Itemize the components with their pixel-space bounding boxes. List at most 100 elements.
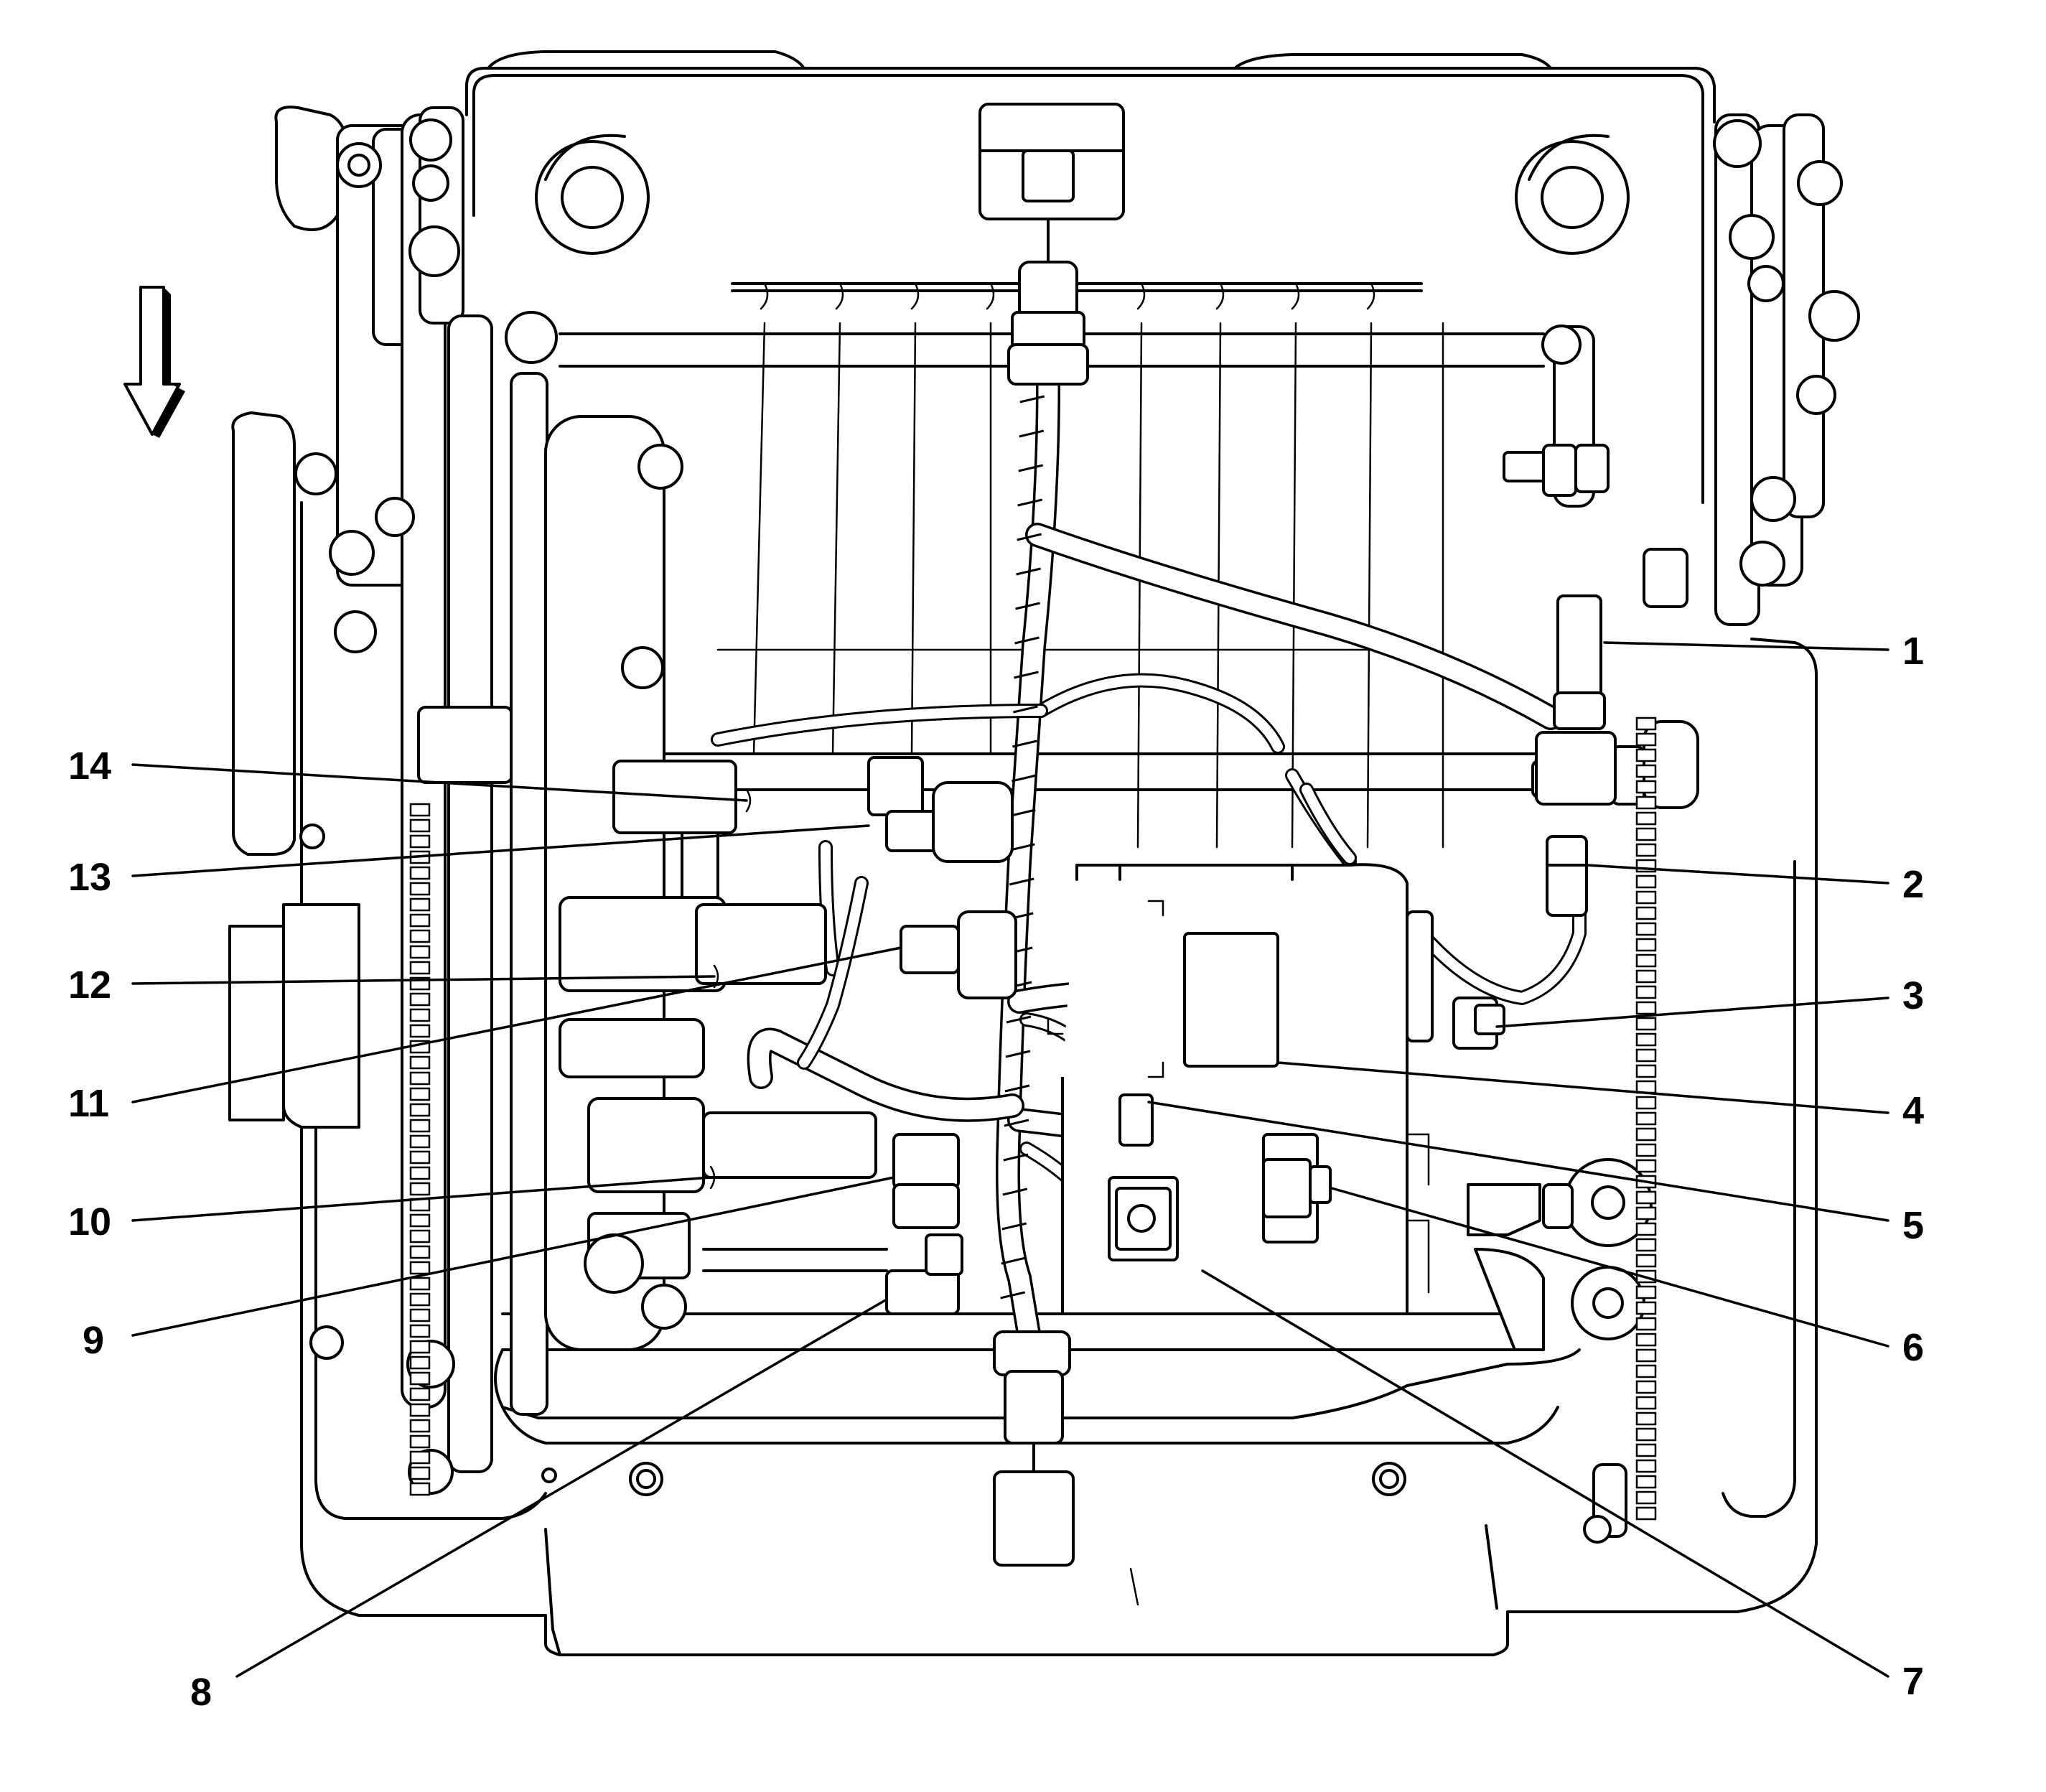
chain-link [1635, 922, 1657, 936]
chain-link [409, 1087, 431, 1101]
chain-link [1635, 1443, 1657, 1457]
callout-9: 9 [83, 1319, 104, 1362]
callout-11: 11 [68, 1082, 109, 1125]
right-recliner-mechanism [1467, 113, 1860, 1544]
chain-link [1635, 1396, 1657, 1410]
chain-link [409, 1024, 431, 1038]
chain-link [1635, 1190, 1657, 1205]
chain-link [1635, 780, 1657, 794]
harness-tape [1009, 843, 1035, 851]
chain-link [1635, 732, 1657, 747]
chain-link [409, 1387, 431, 1401]
chain-link [1635, 717, 1657, 731]
callout-8: 8 [190, 1671, 212, 1714]
chain-link [1635, 1080, 1657, 1094]
connector-8 [885, 1233, 963, 1315]
right-headrest-grommet [1515, 134, 1630, 255]
chain-link [409, 1119, 431, 1133]
chain-link [1635, 795, 1657, 810]
harness-tape [1004, 1119, 1029, 1127]
chain-link [1635, 1206, 1657, 1221]
top-connector [978, 103, 1125, 263]
chain-link [1635, 1111, 1657, 1126]
chain-link [409, 1182, 431, 1196]
callout-10: 10 [68, 1200, 111, 1243]
harness-tape [1013, 705, 1038, 714]
callout-7: 7 [1902, 1660, 1924, 1703]
callout-14: 14 [68, 745, 111, 788]
harness-tape [1005, 1050, 1031, 1058]
harness-tape [1016, 567, 1041, 576]
harness-tape [1009, 877, 1034, 886]
chain-link [409, 1419, 431, 1433]
chain-link [1635, 1285, 1657, 1299]
leader-11 [131, 946, 902, 1103]
chain-link [409, 1340, 431, 1354]
callout-1: 1 [1902, 630, 1924, 673]
chain-link [1635, 1506, 1657, 1521]
harness-tape [1012, 774, 1037, 783]
chain-link [1635, 1459, 1657, 1473]
callout-labels: 1 2 3 4 5 6 7 8 9 10 11 12 13 14 [68, 630, 1924, 1714]
chain-link [409, 1261, 431, 1275]
leader-12 [131, 975, 716, 985]
chain-link [409, 1071, 431, 1086]
chain-link [1635, 811, 1657, 826]
chain-link [409, 945, 431, 959]
chain-link [1635, 1301, 1657, 1315]
chain-link [409, 1308, 431, 1322]
harness-tape [1015, 602, 1040, 610]
connector-1 [1553, 594, 1606, 730]
right-seat-track [1635, 717, 1657, 1521]
chain-link [409, 1371, 431, 1386]
chain-link [1635, 1490, 1657, 1505]
callout-4: 4 [1902, 1089, 1924, 1132]
harness-tape [1001, 1256, 1027, 1265]
chain-link [409, 818, 431, 833]
chain-link [1635, 953, 1657, 968]
leader-3 [1495, 997, 1889, 1028]
leader-10 [131, 1176, 712, 1222]
chain-link [1635, 1048, 1657, 1063]
chain-link [1635, 748, 1657, 762]
leader-7 [1201, 1269, 1889, 1678]
chain-link [1635, 1017, 1657, 1031]
chain-link [1635, 1380, 1657, 1394]
chain-link [1635, 1064, 1657, 1078]
middle-cross-bar [645, 752, 1602, 791]
chain-link [1635, 764, 1657, 778]
chain-link [1635, 843, 1657, 857]
seat-back-frame [300, 50, 1818, 1656]
chain-link [409, 1150, 431, 1165]
connector-13 [867, 756, 1014, 863]
chain-link [409, 1134, 431, 1149]
chain-link [409, 992, 431, 1007]
chain-link [409, 1229, 431, 1243]
chain-link [1635, 1475, 1657, 1489]
callout-2: 2 [1902, 863, 1924, 906]
chain-link [1635, 1159, 1657, 1173]
down-arrow-icon [123, 286, 185, 438]
harness-tape [1004, 1084, 1030, 1093]
chain-link [1635, 874, 1657, 889]
callout-12: 12 [68, 963, 111, 1007]
chain-link [1635, 890, 1657, 905]
leader-14 [131, 763, 748, 802]
leader-9 [131, 1176, 895, 1337]
harness-tape [1002, 1187, 1028, 1196]
left-seat-track [409, 803, 431, 1496]
chain-link [409, 961, 431, 975]
leader-2 [1585, 864, 1889, 885]
chain-link [1635, 906, 1657, 920]
chain-link [409, 1277, 431, 1291]
chain-link [409, 897, 431, 912]
harness-tape [1019, 395, 1045, 403]
chain-link [409, 1403, 431, 1417]
leader-1 [1603, 641, 1889, 651]
harness-tape [1014, 636, 1040, 645]
chain-link [1635, 1427, 1657, 1442]
chain-link [1635, 1348, 1657, 1363]
chain-link [1635, 1317, 1657, 1331]
chain-link [409, 1055, 431, 1070]
